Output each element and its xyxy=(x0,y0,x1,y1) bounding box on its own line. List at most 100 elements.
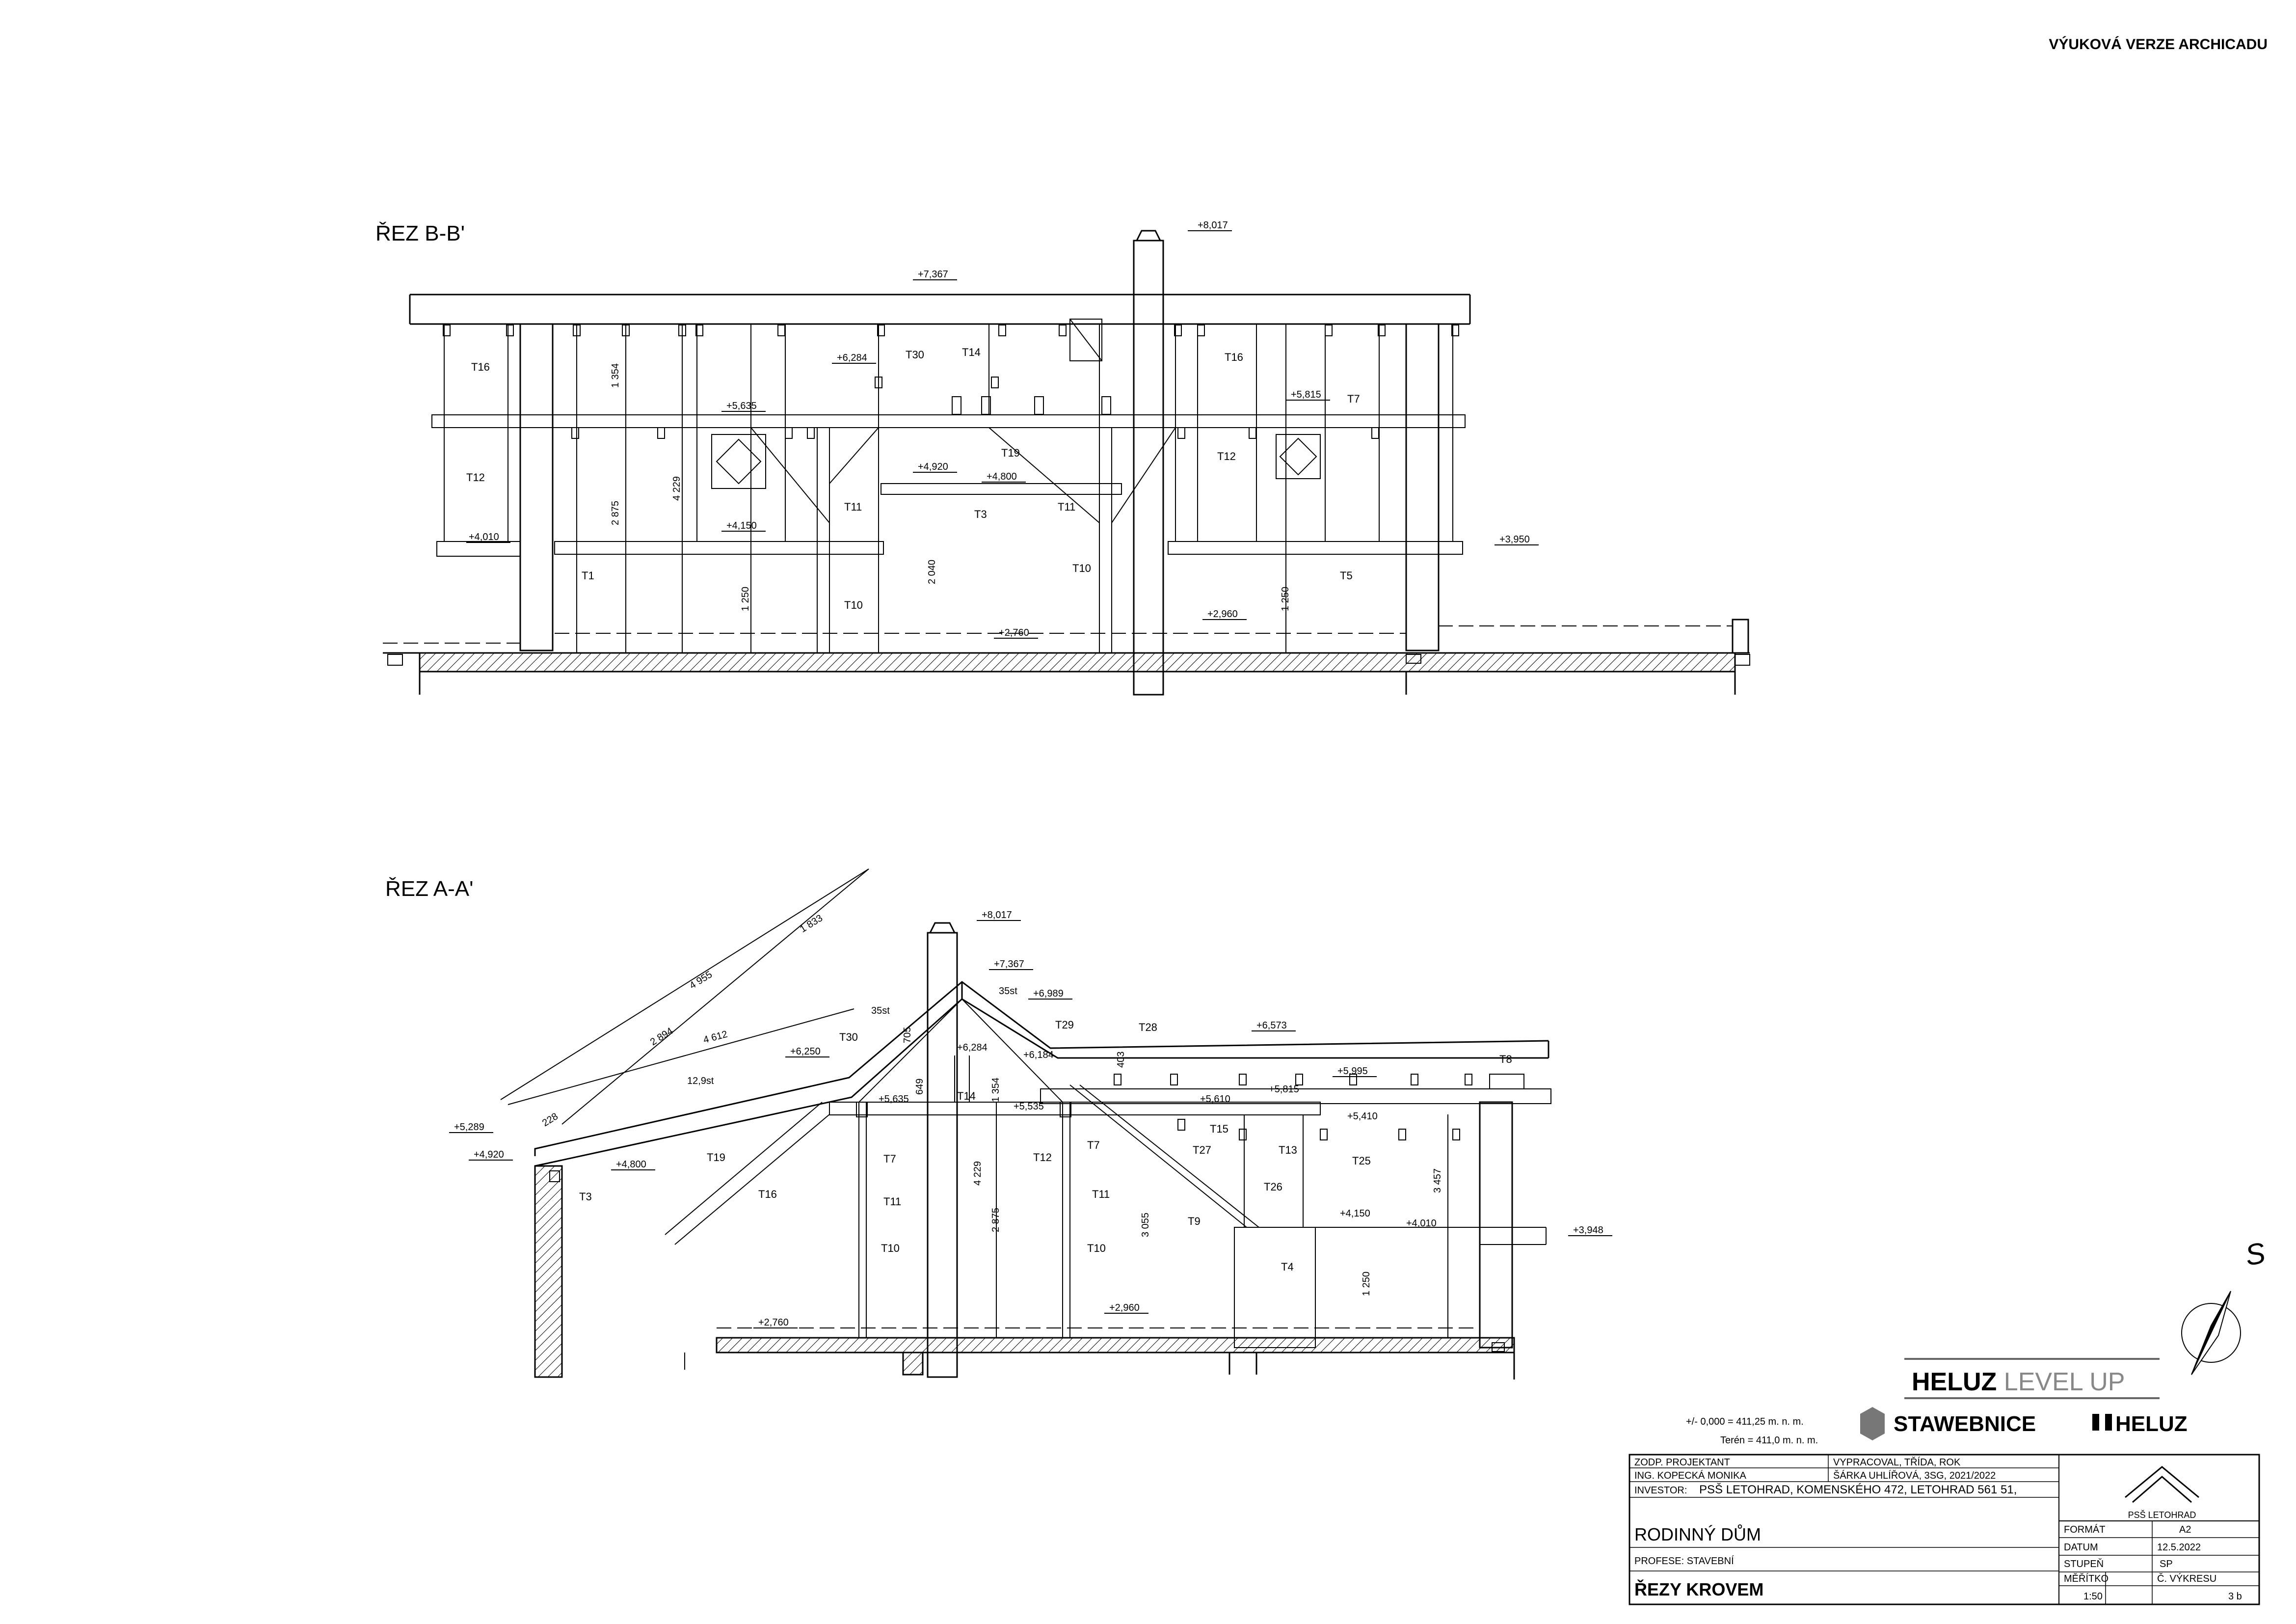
aa-level: +8,017 xyxy=(982,910,1012,920)
aa-member: T4 xyxy=(1281,1261,1294,1273)
aa-level: +4,010 xyxy=(1406,1218,1437,1229)
school-seal: PSŠ LETOHRAD xyxy=(2125,1466,2199,1520)
section-bb-levels xyxy=(466,230,1539,639)
aa-dim: 2 875 xyxy=(990,1208,1001,1232)
aa-angle: 12,9st xyxy=(687,1076,714,1086)
section-bb-dims: 1 354 2 875 4 229 1 250 2 040 1 250 xyxy=(610,363,1291,611)
north-circle xyxy=(2181,1303,2241,1363)
bb-member: T11 xyxy=(844,501,862,513)
investor-label: INVESTOR: xyxy=(1634,1485,1687,1496)
stawebnice-logo: STAWEBNICE xyxy=(1894,1412,2036,1436)
aa-dim: 228 xyxy=(540,1111,560,1129)
aa-member: T8 xyxy=(1499,1053,1512,1065)
aa-level: +6,989 xyxy=(1033,988,1064,999)
bb-level: +8,017 xyxy=(1198,220,1228,231)
bb-level: +5,635 xyxy=(726,401,757,411)
section-bb-title: ŘEZ B-B' xyxy=(375,221,465,245)
aa-level: +5,635 xyxy=(879,1094,909,1105)
aa-member: T11 xyxy=(883,1195,901,1208)
aa-level: +5,815 xyxy=(1269,1084,1299,1095)
bb-member: T11 xyxy=(1058,501,1075,513)
aa-dim: 1 833 xyxy=(798,913,825,935)
bb-member: T30 xyxy=(906,349,924,361)
aa-angle: 35st xyxy=(999,986,1017,997)
drawing-title: ŘEZY KROVEM xyxy=(1634,1579,1763,1599)
aa-member: T10 xyxy=(1087,1242,1106,1254)
north-arrow: S xyxy=(2181,1236,2268,1375)
aa-member: T25 xyxy=(1352,1155,1371,1167)
section-aa-slope-dims xyxy=(500,868,869,1125)
bb-member: T12 xyxy=(1217,450,1236,462)
aa-member: T15 xyxy=(1210,1123,1228,1135)
section-aa: ŘEZ A-A' xyxy=(385,877,1551,1380)
bb-level: +2,760 xyxy=(999,627,1029,638)
aa-level: +6,284 xyxy=(957,1042,988,1053)
aa-member: T3 xyxy=(579,1191,592,1203)
bb-level: +4,800 xyxy=(987,471,1017,482)
aa-level: +5,535 xyxy=(1014,1101,1044,1112)
aa-level: +5,995 xyxy=(1337,1066,1368,1077)
bb-dim: 1 250 xyxy=(1280,587,1291,611)
bb-member: T16 xyxy=(471,361,490,373)
sheet-no-label: Č. VÝKRESU xyxy=(2157,1573,2216,1584)
stawebnice-cube-icon xyxy=(1860,1407,1885,1440)
bb-member: T7 xyxy=(1347,393,1360,405)
aa-member: T27 xyxy=(1193,1144,1211,1156)
aa-member: T9 xyxy=(1188,1215,1201,1227)
aa-dim: 3 457 xyxy=(1432,1168,1443,1193)
bb-level: +4,920 xyxy=(918,461,948,472)
bb-member: T14 xyxy=(962,346,981,358)
profession: PROFESE: STAVEBNÍ xyxy=(1634,1555,1734,1567)
bb-level: +4,010 xyxy=(469,532,499,542)
title-block xyxy=(1629,1454,2260,1605)
bb-member: T5 xyxy=(1340,569,1353,582)
heluz-levelup-logo: HELUZ LEVEL UP xyxy=(1912,1368,2125,1396)
aa-level: +5,610 xyxy=(1200,1094,1230,1105)
aa-dim: 3 055 xyxy=(1140,1213,1151,1237)
aa-dim: 4 955 xyxy=(688,969,714,991)
legend-terrain: Terén = 411,0 m. n. m. xyxy=(1720,1435,1818,1446)
bb-dim: 4 229 xyxy=(671,476,682,501)
section-bb-level-labels: +8,017 +7,367 +6,284 +5,635 +5,815 +4,92… xyxy=(469,220,1530,638)
project-name: RODINNÝ DŮM xyxy=(1634,1524,1761,1544)
section-aa-members: T30 T29 T28 T8 T14 T7 T7 T15 T27 T13 T25… xyxy=(579,1019,1512,1273)
section-bb: ŘEZ B-B' xyxy=(375,221,1750,696)
aa-member: T11 xyxy=(1092,1188,1110,1200)
bb-level: +4,150 xyxy=(726,520,757,531)
title-block-text: ZODP. PROJEKTANT ING. KOPECKÁ MONIKA VYP… xyxy=(1634,1457,2242,1602)
aa-level: +2,760 xyxy=(758,1317,789,1328)
date-value: 12.5.2022 xyxy=(2157,1542,2201,1553)
bb-level: +3,950 xyxy=(1499,534,1530,545)
bb-level: +6,284 xyxy=(837,352,867,363)
aa-member: T26 xyxy=(1264,1181,1282,1193)
bb-level: +2,960 xyxy=(1207,609,1238,620)
bb-member: T1 xyxy=(582,569,594,582)
aa-member: T12 xyxy=(1033,1151,1052,1164)
bb-member: T16 xyxy=(1225,351,1243,363)
date-label: DATUM xyxy=(2064,1542,2098,1553)
section-aa-level-lines xyxy=(449,920,1612,1328)
aa-level: +6,250 xyxy=(790,1046,821,1057)
bb-member: T10 xyxy=(1072,562,1091,574)
aa-dim: 1 250 xyxy=(1361,1272,1372,1296)
aa-level: +3,948 xyxy=(1573,1225,1603,1236)
sheet-no-value: 3 b xyxy=(2228,1591,2242,1602)
aa-dim: 1 354 xyxy=(990,1078,1001,1102)
north-symbol: S xyxy=(2243,1236,2268,1272)
section-aa-levels: +8,017 +7,367 +6,989 +6,573 +6,250 +6,28… xyxy=(454,910,1603,1328)
responsible-value: ING. KOPECKÁ MONIKA xyxy=(1634,1470,1746,1481)
scale-label: MĚŘÍTKO xyxy=(2064,1573,2109,1584)
bb-member: T19 xyxy=(1001,447,1020,459)
aa-dim: 705 xyxy=(902,1027,913,1043)
aa-level: +6,573 xyxy=(1256,1020,1287,1031)
investor-value: PSŠ LETOHRAD, KOMENSKÉHO 472, LETOHRAD 5… xyxy=(1699,1483,2017,1496)
aa-dim: 4 612 xyxy=(702,1029,729,1046)
legend-zero: +/- 0,000 = 411,25 m. n. m. xyxy=(1686,1416,1804,1427)
aa-level: +2,960 xyxy=(1109,1302,1140,1313)
section-aa-angles: 35st 35st 12,9st xyxy=(687,986,1017,1086)
bb-level: +7,367 xyxy=(918,269,948,280)
drawn-label: VYPRACOVAL, TŘÍDA, ROK xyxy=(1833,1457,1961,1468)
aa-level: +5,289 xyxy=(454,1122,484,1133)
aa-member: T16 xyxy=(758,1188,777,1200)
